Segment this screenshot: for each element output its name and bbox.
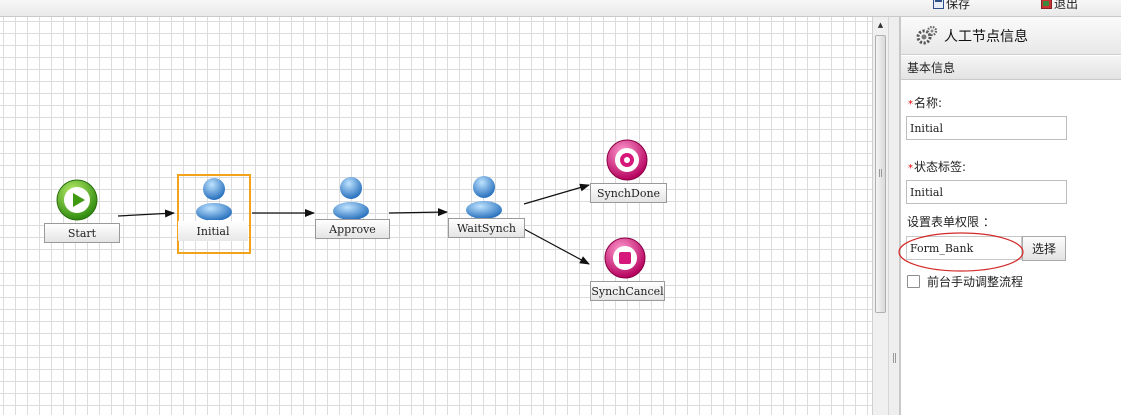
status-field-label: *状态标签:: [908, 158, 966, 175]
select-form-button[interactable]: 选择: [1022, 236, 1066, 261]
save-label: 保存: [946, 0, 971, 11]
save-button[interactable]: 保存: [933, 0, 970, 11]
section-basic-info: 基本信息: [901, 56, 1121, 80]
manual-adjust-checkbox[interactable]: [907, 275, 920, 288]
node-waitsynch-label: WaitSynch: [448, 218, 525, 238]
gear-icon: [916, 25, 938, 44]
exit-icon: [1041, 0, 1052, 9]
properties-panel: 人工节点信息 基本信息 *名称: *状态标签: 设置表单权限 ： 选择 前台手动…: [898, 17, 1121, 415]
form-permission-input[interactable]: [906, 236, 1022, 260]
user-icon: [196, 178, 232, 220]
manual-adjust-label: 前台手动调整流程: [927, 275, 1024, 289]
required-marker: *: [908, 163, 913, 174]
name-field-label: *名称:: [908, 94, 942, 111]
node-synchdone[interactable]: SynchDone: [590, 139, 668, 205]
status-label-text: 状态标签:: [914, 160, 967, 174]
user-icon: [466, 176, 502, 218]
transition-waitsynch-synchcancel[interactable]: [523, 228, 590, 265]
canvas-vertical-scrollbar[interactable]: ▲: [872, 17, 888, 415]
node-initial-label: Initial: [178, 221, 248, 241]
required-marker: *: [908, 99, 913, 110]
node-waitsynch[interactable]: WaitSynch: [448, 174, 526, 240]
selection-box: [177, 174, 251, 254]
splitter-grip-icon: [893, 353, 896, 363]
panel-splitter[interactable]: [888, 17, 900, 415]
scroll-up-arrow-icon[interactable]: ▲: [877, 21, 884, 29]
exit-label: 退出: [1054, 0, 1079, 11]
exit-button[interactable]: 退出: [1041, 0, 1078, 11]
save-icon: [933, 0, 944, 9]
scroll-thumb[interactable]: [875, 35, 886, 313]
transition-approve-waitsynch[interactable]: [388, 208, 448, 217]
user-icon: [333, 177, 369, 219]
transition-start-initial[interactable]: [117, 209, 175, 218]
node-approve[interactable]: Approve: [315, 175, 391, 241]
toolbar: 保存 退出: [0, 0, 1121, 17]
node-synchdone-label: SynchDone: [590, 183, 667, 203]
transition-waitsynch-synchdone[interactable]: [523, 183, 590, 205]
node-approve-label: Approve: [315, 219, 390, 239]
stop-icon: [604, 237, 646, 279]
panel-title: 人工节点信息: [944, 28, 1028, 45]
status-label-input[interactable]: [906, 180, 1067, 204]
name-input[interactable]: [906, 116, 1067, 140]
target-icon: [606, 139, 648, 181]
node-start[interactable]: Start: [44, 179, 120, 245]
panel-header: 人工节点信息: [901, 17, 1121, 55]
node-synchcancel[interactable]: SynchCancel: [590, 237, 666, 303]
transition-lines: [117, 183, 590, 265]
workflow-canvas[interactable]: Start Initial Approve: [0, 17, 872, 415]
form-permission-label: 设置表单权限 ：: [907, 215, 995, 229]
node-synchcancel-label: SynchCancel: [590, 281, 665, 301]
play-icon: [56, 179, 98, 221]
node-start-label: Start: [44, 223, 120, 243]
name-label-text: 名称:: [914, 96, 943, 110]
node-initial[interactable]: Initial: [178, 175, 250, 241]
